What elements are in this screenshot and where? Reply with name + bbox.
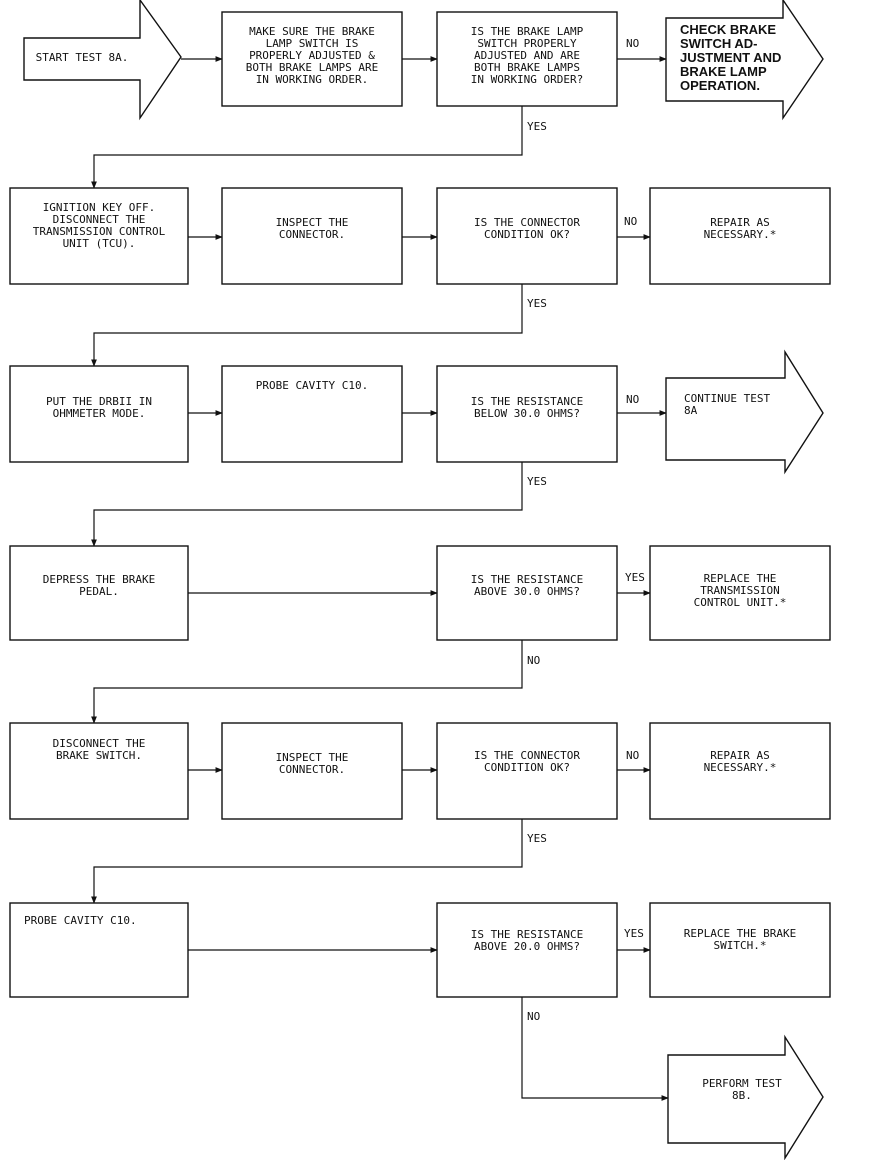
question-below-30-node: IS THE RESISTANCE BELOW 30.0 OHMS? <box>470 395 584 420</box>
edge-label-yes-5: YES <box>527 832 547 845</box>
disconnect-switch-node: DISCONNECT THE BRAKE SWITCH. <box>52 737 146 762</box>
edge-label-no-3: NO <box>626 393 640 406</box>
put-drb-box <box>9 365 189 463</box>
replace-tcu-node: REPLACE THE TRANSMISSION CONTROL UNIT.* <box>693 572 787 609</box>
edge-label-yes-1: YES <box>527 120 547 133</box>
edge-label-no-6: NO <box>527 1010 541 1023</box>
edge-q1-yes <box>91 106 523 189</box>
edge-label-no-4: NO <box>527 654 541 667</box>
question-above-30-node: IS THE RESISTANCE ABOVE 30.0 OHMS? <box>470 573 584 598</box>
continue-arrow-shape <box>665 349 824 475</box>
edge-q4-no <box>91 640 523 724</box>
start-arrow-shape <box>23 0 182 121</box>
edge-q5-yes <box>91 819 523 904</box>
ignition-box <box>9 187 189 285</box>
edge-label-yes-3: YES <box>527 475 547 488</box>
edge-label-no-5: NO <box>626 749 640 762</box>
perform-8b-node: PERFORM TEST 8B. <box>702 1077 782 1102</box>
edge-label-no-2: NO <box>624 215 638 228</box>
check-brake-node: CHECK BRAKE SWITCH AD- JUSTMENT AND BRAK… <box>680 22 782 93</box>
edge-q3-yes <box>91 462 523 547</box>
edge-label-yes-2: YES <box>527 297 547 310</box>
edge-label-yes-4: YES <box>625 571 645 584</box>
put-drb-node: PUT THE DRBII IN OHMMETER MODE. <box>46 395 152 420</box>
start-test-8a-node: START TEST 8A. <box>35 51 129 64</box>
edge-label-no-1: NO <box>626 37 640 50</box>
ignition-off-node: IGNITION KEY OFF. DISCONNECT THE TRANSMI… <box>32 201 166 250</box>
perform-arrow-shape <box>667 1034 824 1160</box>
inspect-connector-1-node: INSPECT THE CONNECTOR. <box>275 216 349 241</box>
probe-cavity-1-node: PROBE CAVITY C10. <box>255 379 369 392</box>
check-brake-arrow-shape <box>665 0 824 121</box>
edge-q6-no <box>521 997 669 1101</box>
replace-switch-node: REPLACE THE BRAKE SWITCH.* <box>683 927 797 952</box>
question-above-20-node: IS THE RESISTANCE ABOVE 20.0 OHMS? <box>470 928 584 953</box>
edge-label-yes-6: YES <box>624 927 644 940</box>
disconnect-sw-box <box>9 722 189 820</box>
question-connector-2-node: IS THE CONNECTOR CONDITION OK? <box>474 749 580 774</box>
make-sure-node: MAKE SURE THE BRAKE LAMP SWITCH IS PROPE… <box>245 25 379 86</box>
repair-2-node: REPAIR AS NECESSARY.* <box>703 749 777 774</box>
continue-8a-node: CONTINUE TEST 8A <box>684 392 771 417</box>
probe-cavity-2-node: PROBE CAVITY C10. <box>24 914 137 927</box>
question-connector-1-node: IS THE CONNECTOR CONDITION OK? <box>474 216 580 241</box>
edge-q2-yes <box>91 284 523 367</box>
question-switch-ok-node: IS THE BRAKE LAMP SWITCH PROPERLY ADJUST… <box>470 25 584 86</box>
repair-1-node: REPAIR AS NECESSARY.* <box>703 216 777 241</box>
depress-pedal-node: DEPRESS THE BRAKE PEDAL. <box>42 573 156 598</box>
inspect-connector-2-node: INSPECT THE CONNECTOR. <box>275 751 349 776</box>
